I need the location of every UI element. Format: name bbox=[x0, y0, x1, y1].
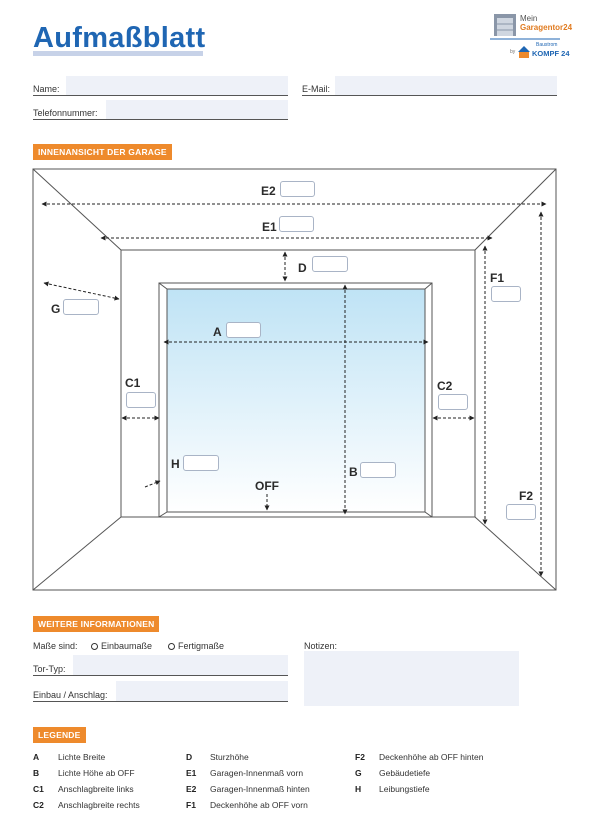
legend-key: A bbox=[33, 752, 40, 762]
label-f1: F1 bbox=[490, 271, 505, 285]
email-field[interactable] bbox=[335, 76, 557, 95]
legend-key: C1 bbox=[33, 784, 44, 794]
recess-line-bl bbox=[158, 511, 168, 518]
mass-label: Maße sind: bbox=[33, 641, 78, 651]
input-c2[interactable] bbox=[438, 394, 468, 410]
legend-text: Anschlagbreite links bbox=[58, 784, 134, 794]
legend-key: F2 bbox=[355, 752, 365, 762]
legend-text: Leibungstiefe bbox=[379, 784, 430, 794]
name-field[interactable] bbox=[66, 76, 288, 95]
label-e1: E1 bbox=[262, 220, 277, 234]
radio-fertigmasse[interactable] bbox=[168, 643, 175, 650]
phone-field[interactable] bbox=[106, 100, 288, 119]
legend-key: B bbox=[33, 768, 40, 778]
logo-brand: KOMPF 24 bbox=[532, 49, 570, 58]
phone-label: Telefonnummer: bbox=[33, 108, 98, 118]
legend-key: E2 bbox=[186, 784, 197, 794]
label-c2: C2 bbox=[437, 379, 453, 393]
legend-key: H bbox=[355, 784, 362, 794]
einbau-underline bbox=[33, 701, 288, 702]
option-fertigmasse[interactable]: Fertigmaße bbox=[168, 641, 224, 651]
email-label: E-Mail: bbox=[302, 84, 331, 94]
label-off: OFF bbox=[255, 479, 279, 493]
legend-key: D bbox=[186, 752, 193, 762]
label-c1: C1 bbox=[125, 376, 141, 390]
tortyp-label: Tor-Typ: bbox=[33, 664, 66, 674]
input-a[interactable] bbox=[226, 322, 261, 338]
input-f1[interactable] bbox=[491, 286, 521, 302]
legend-text: Deckenhöhe ab OFF hinten bbox=[379, 752, 484, 762]
recess-line-r bbox=[424, 282, 433, 290]
legend-key: G bbox=[355, 768, 362, 778]
legend-key: F1 bbox=[186, 800, 196, 810]
label-a: A bbox=[213, 325, 222, 339]
input-e1[interactable] bbox=[279, 216, 314, 232]
brand-logo: Mein Garagentor24 by Baustrom KOMPF 24 bbox=[490, 12, 572, 64]
label-h: H bbox=[171, 457, 180, 471]
input-e2[interactable] bbox=[280, 181, 315, 197]
arrow-h bbox=[144, 480, 161, 488]
section-more-info: WEITERE INFORMATIONEN bbox=[33, 616, 160, 632]
email-underline bbox=[302, 95, 557, 96]
input-c1[interactable] bbox=[126, 392, 156, 408]
recess-line-l bbox=[158, 282, 168, 290]
tortyp-field[interactable] bbox=[73, 655, 288, 675]
input-d[interactable] bbox=[312, 256, 348, 272]
page-title: Aufmaßblatt bbox=[33, 22, 206, 54]
label-b: B bbox=[349, 465, 358, 479]
title-underline bbox=[33, 51, 203, 56]
perspective-line-bl bbox=[32, 516, 122, 591]
arrow-g bbox=[43, 281, 120, 301]
door-opening bbox=[166, 288, 426, 513]
radio-einbaumasse[interactable] bbox=[91, 643, 98, 650]
input-g[interactable] bbox=[63, 299, 99, 315]
label-g: G bbox=[51, 302, 61, 316]
logo-line2: Garagentor24 bbox=[520, 23, 573, 32]
label-f2: F2 bbox=[519, 489, 534, 503]
option-einbaumasse[interactable]: Einbaumaße bbox=[91, 641, 152, 651]
legend-key: E1 bbox=[186, 768, 197, 778]
name-label: Name: bbox=[33, 84, 60, 94]
legend-text: Lichte Höhe ab OFF bbox=[58, 768, 135, 778]
legend-text: Gebäudetiefe bbox=[379, 768, 431, 778]
legend-text: Garagen-Innenmaß vorn bbox=[210, 768, 304, 778]
legend-text: Deckenhöhe ab OFF vorn bbox=[210, 800, 308, 810]
option-einbaumasse-label: Einbaumaße bbox=[101, 641, 153, 651]
legend-text: Lichte Breite bbox=[58, 752, 106, 762]
tortyp-underline bbox=[33, 675, 288, 676]
name-underline bbox=[33, 95, 288, 96]
legend-text: Sturzhöhe bbox=[210, 752, 249, 762]
section-legend: LEGENDE bbox=[33, 727, 86, 743]
perspective-line-br bbox=[474, 516, 557, 591]
back-wall-frame bbox=[32, 168, 557, 591]
option-fertigmasse-label: Fertigmaße bbox=[178, 641, 225, 651]
section-interior: INNENANSICHT DER GARAGE bbox=[33, 144, 172, 160]
input-f2[interactable] bbox=[506, 504, 536, 520]
einbau-field[interactable] bbox=[116, 681, 288, 701]
recess-line-br bbox=[424, 511, 433, 518]
legend-key: C2 bbox=[33, 800, 44, 810]
logo-by: by bbox=[510, 49, 516, 55]
input-h[interactable] bbox=[183, 455, 219, 471]
label-d: D bbox=[298, 261, 307, 275]
einbau-label: Einbau / Anschlag: bbox=[33, 690, 108, 700]
garage-logo-icon bbox=[490, 14, 560, 58]
notes-label: Notizen: bbox=[304, 641, 338, 651]
logo-brand-small: Baustrom bbox=[536, 42, 558, 48]
logo-line1: Mein bbox=[520, 14, 538, 23]
notes-field[interactable] bbox=[304, 651, 519, 706]
input-b[interactable] bbox=[360, 462, 396, 478]
legend-text: Anschlagbreite rechts bbox=[58, 800, 140, 810]
phone-underline bbox=[33, 119, 288, 120]
label-e2: E2 bbox=[261, 184, 276, 198]
legend-text: Garagen-Innenmaß hinten bbox=[210, 784, 310, 794]
